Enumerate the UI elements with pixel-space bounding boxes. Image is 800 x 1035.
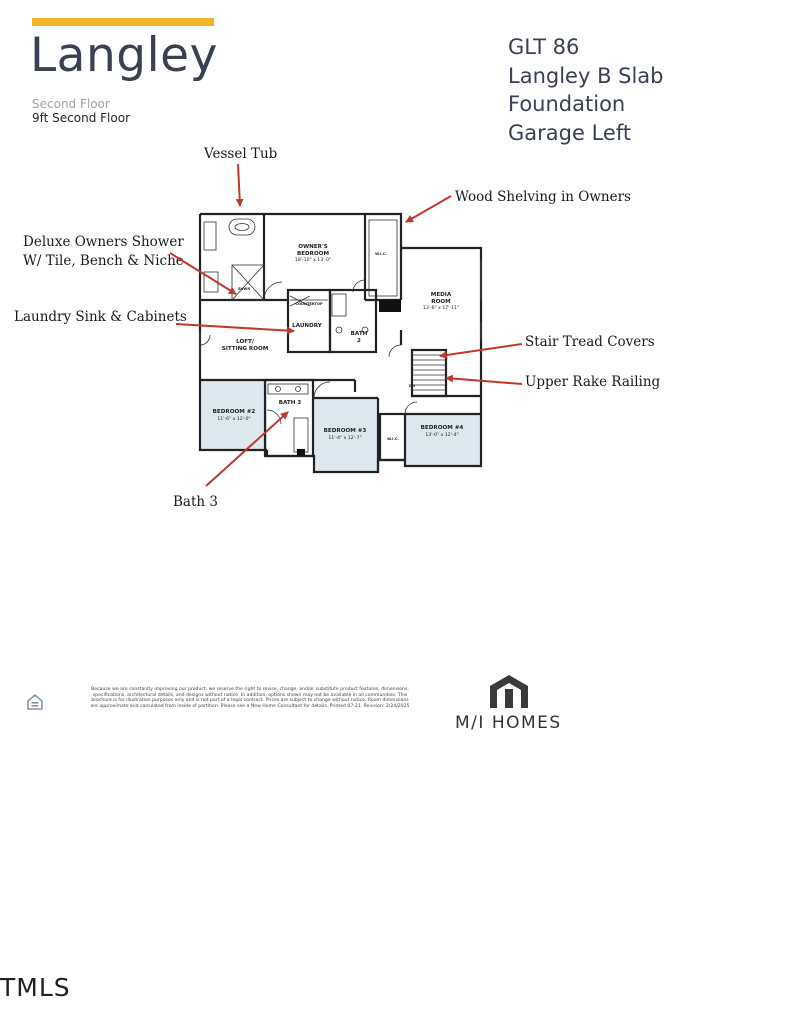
garage-orientation: Garage Left [508, 120, 632, 145]
media-room-label2: ROOM [431, 299, 451, 305]
bedroom2-fill [201, 380, 267, 450]
callout-stair-tread: Stair Tread Covers [525, 334, 655, 350]
bed4-wic-label: W.I.C. [387, 437, 399, 441]
arrow-bath3 [205, 411, 289, 487]
owners-bedroom-dims: 18'-10" x 13'-0" [295, 257, 331, 263]
lot-number: GLT 86 [508, 35, 580, 59]
bedroom2-dims: 11'-6" x 12'-0" [217, 416, 250, 422]
mi-homes-logo-icon [490, 675, 528, 708]
laundry-label: LAUNDRY [292, 323, 323, 329]
owners-bedroom-label1: OWNER'S [298, 244, 327, 250]
plan-title: Langley [30, 28, 218, 83]
media-room-label1: MEDIA [431, 292, 452, 298]
bedroom3-fill [314, 398, 378, 472]
floor-label: Second Floor [32, 97, 110, 111]
callout-owners-shower-line1: Deluxe Owners Shower [23, 234, 184, 250]
lot-info: GLT 86 Langley B Slab Foundation Garage … [508, 33, 664, 147]
callout-laundry-sink: Laundry Sink & Cabinets [14, 309, 187, 325]
media-room-dims: 13'-6" x 17'-11" [423, 305, 459, 311]
callout-vessel-tub: Vessel Tub [204, 146, 278, 162]
bedroom4-fill [405, 414, 480, 466]
callout-wood-shelving: Wood Shelving in Owners [455, 189, 631, 205]
plan-details [199, 218, 482, 453]
bath3-label: BATH 3 [279, 400, 302, 406]
stair-down-label: DN [409, 384, 415, 388]
legal-disclaimer: Because we are constantly improving our … [90, 687, 410, 709]
bath2-label2: 2 [357, 338, 361, 344]
column-block [297, 449, 305, 456]
foundation-type: Foundation [508, 92, 626, 116]
arrow-rake-railing [445, 374, 523, 385]
owners-wic-label: W.I.C. [375, 252, 387, 256]
countertop-label: COUNTERTOP [295, 302, 323, 306]
mi-homes-logo-text: M/I HOMES [455, 713, 562, 733]
bedroom4-dims: 13'-0" x 12'-4" [425, 432, 458, 438]
equal-housing-icon [27, 693, 43, 710]
callout-arrows [169, 163, 523, 487]
arrow-laundry-sink [175, 323, 295, 335]
ceiling-height-label: 9ft Second Floor [32, 111, 130, 125]
arrow-vessel-tub [235, 163, 244, 207]
owners-bedroom-label2: BEDROOM [297, 251, 330, 257]
callout-rake-railing: Upper Rake Railing [525, 374, 661, 390]
callout-owners-shower-line2: W/ Tile, Bench & Niche [23, 253, 184, 269]
bedroom3-dims: 11'-4" x 12'-7" [328, 435, 361, 441]
bedroom2-label: BEDROOM #2 [213, 409, 256, 415]
loft-label1: LOFT/ [236, 339, 255, 345]
arrow-owners-shower [169, 252, 237, 295]
shower-label: SHWR [238, 287, 251, 291]
accent-bar [32, 18, 214, 26]
tmls-watermark: TMLS [0, 973, 71, 1002]
hvac-block [379, 300, 401, 312]
bath2-label1: BATH [351, 331, 368, 337]
arrow-wood-shelving [405, 195, 452, 223]
loft-label2: SITTING ROOM [222, 346, 269, 352]
bedroom4-label: BEDROOM #4 [421, 425, 464, 431]
callout-bath3: Bath 3 [173, 494, 218, 510]
bedroom3-label: BEDROOM #3 [324, 428, 367, 434]
arrow-stair-tread [439, 343, 523, 359]
plan-elevation: Langley B Slab [508, 63, 664, 88]
